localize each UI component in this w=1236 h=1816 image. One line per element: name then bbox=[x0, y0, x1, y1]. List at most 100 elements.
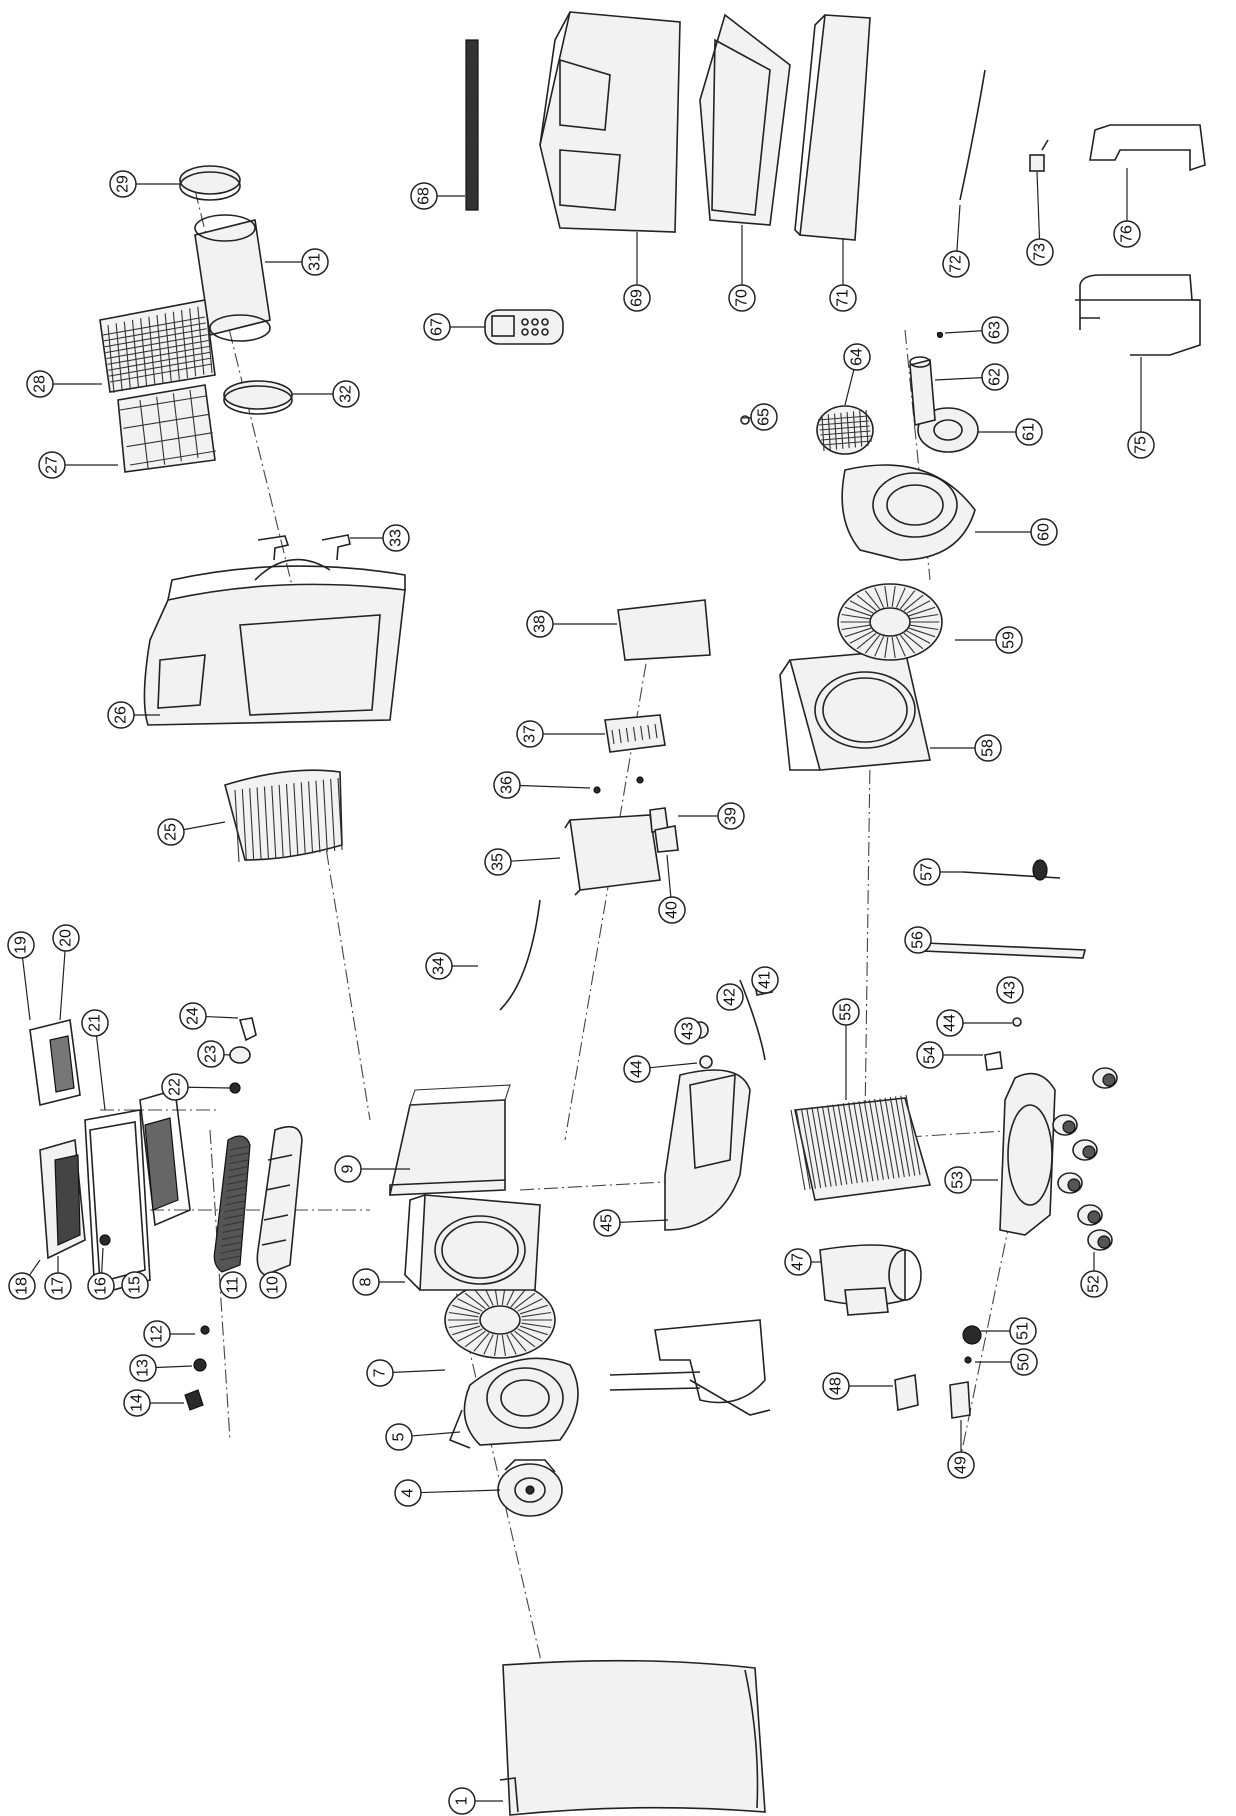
rear-cabinet-part bbox=[143, 558, 406, 726]
callout-48: 48 bbox=[822, 1372, 893, 1400]
callout-number: 24 bbox=[185, 1007, 202, 1025]
callout-circle bbox=[1015, 418, 1043, 446]
callout-73: 73 bbox=[1026, 171, 1054, 266]
callout-circle bbox=[913, 858, 941, 886]
callout-number: 21 bbox=[87, 1014, 104, 1032]
assembly-axes bbox=[100, 189, 1021, 1701]
callout-53: 53 bbox=[944, 1166, 998, 1194]
callout-43a: 43 bbox=[674, 1017, 702, 1045]
callout-circle bbox=[526, 610, 554, 638]
callout-circle bbox=[1113, 220, 1141, 248]
callout-number: 61 bbox=[1021, 423, 1038, 441]
callout-leader bbox=[956, 204, 961, 252]
callout-leader bbox=[28, 1259, 41, 1276]
callout-circle bbox=[425, 952, 453, 980]
callout-leader bbox=[205, 1015, 239, 1019]
fan-shroud-part bbox=[404, 1194, 541, 1291]
callout-circle bbox=[916, 1041, 944, 1069]
callout-number: 39 bbox=[723, 807, 740, 825]
callout-leader bbox=[95, 1035, 106, 1111]
callout-number: 55 bbox=[838, 1003, 855, 1021]
callout-number: 10 bbox=[265, 1276, 282, 1294]
callout-circle bbox=[52, 924, 80, 952]
callout-63: 63 bbox=[944, 316, 1009, 344]
callout-number: 31 bbox=[307, 253, 324, 271]
callout-20: 20 bbox=[52, 924, 80, 1021]
callout-circle bbox=[674, 1017, 702, 1045]
callout-number: 19 bbox=[13, 936, 30, 954]
callout-leader bbox=[420, 1489, 501, 1494]
callout-number: 34 bbox=[431, 957, 448, 975]
callout-number: 47 bbox=[790, 1253, 807, 1271]
callout-circle bbox=[904, 926, 932, 954]
callout-leader bbox=[619, 1219, 669, 1223]
callout-circle bbox=[944, 1166, 972, 1194]
callout-circle bbox=[157, 818, 185, 846]
wire-harness-part bbox=[499, 899, 541, 1011]
callout-57: 57 bbox=[913, 858, 963, 886]
callout-number: 35 bbox=[490, 853, 507, 871]
condenser-fan-wheel-part bbox=[837, 583, 943, 661]
callout-number: 68 bbox=[416, 187, 433, 205]
callout-26: 26 bbox=[107, 701, 160, 729]
callout-number: 50 bbox=[1016, 1353, 1033, 1371]
callout-21: 21 bbox=[81, 1009, 109, 1111]
callout-34: 34 bbox=[425, 952, 478, 980]
callout-number: 29 bbox=[115, 175, 132, 193]
callout-circle bbox=[1127, 431, 1155, 459]
callout-leader bbox=[101, 1247, 104, 1274]
callout-35: 35 bbox=[484, 848, 561, 876]
callout-circle bbox=[658, 896, 686, 924]
callout-number: 22 bbox=[167, 1078, 184, 1096]
callout-50: 50 bbox=[975, 1348, 1038, 1376]
callout-circle bbox=[516, 720, 544, 748]
foam-cushion-part bbox=[794, 14, 871, 241]
callout-39: 39 bbox=[678, 802, 745, 830]
callout-circle bbox=[728, 284, 756, 312]
callout-circle bbox=[784, 1248, 812, 1276]
callout-circle bbox=[44, 1272, 72, 1300]
callout-33: 33 bbox=[350, 524, 410, 552]
callout-45: 45 bbox=[593, 1209, 669, 1237]
callout-38: 38 bbox=[526, 610, 617, 638]
callout-circle bbox=[995, 626, 1023, 654]
callout-circle bbox=[829, 284, 857, 312]
callout-number: 71 bbox=[835, 289, 852, 307]
callout-72: 72 bbox=[942, 204, 970, 278]
callout-circle bbox=[123, 1389, 151, 1417]
fan-motor-part bbox=[497, 1459, 563, 1517]
callout-number: 51 bbox=[1015, 1322, 1032, 1340]
callout-number: 43 bbox=[1002, 981, 1019, 999]
callout-circle bbox=[974, 734, 1002, 762]
callout-15: 15 bbox=[121, 1271, 149, 1299]
callout-16: 16 bbox=[87, 1247, 115, 1300]
callout-circle bbox=[942, 250, 970, 278]
callout-32: 32 bbox=[292, 380, 360, 408]
callout-circle bbox=[936, 1009, 964, 1037]
callout-24: 24 bbox=[179, 1002, 239, 1030]
callout-leader bbox=[21, 957, 31, 1021]
callout-circle bbox=[334, 1155, 362, 1183]
callout-number: 36 bbox=[499, 776, 516, 794]
callout-circle bbox=[179, 1002, 207, 1030]
callout-circle bbox=[394, 1479, 422, 1507]
callout-number: 28 bbox=[32, 375, 49, 393]
callout-circle bbox=[981, 316, 1009, 344]
callout-number: 62 bbox=[987, 368, 1004, 386]
callout-circle bbox=[26, 370, 54, 398]
callout-circle bbox=[623, 284, 651, 312]
callout-number: 73 bbox=[1032, 243, 1049, 261]
callout-circle bbox=[750, 403, 778, 431]
callout-52: 52 bbox=[1080, 1252, 1108, 1298]
callout-leader bbox=[944, 330, 983, 334]
callout-22: 22 bbox=[161, 1073, 231, 1101]
callout-31: 31 bbox=[265, 248, 329, 276]
callout-17: 17 bbox=[44, 1256, 72, 1300]
callout-number: 14 bbox=[129, 1394, 146, 1412]
callout-circle bbox=[947, 1451, 975, 1479]
callout-circle bbox=[751, 966, 779, 994]
packing-box-part bbox=[539, 11, 681, 233]
callout-number: 70 bbox=[734, 289, 751, 307]
callout-number: 42 bbox=[722, 988, 739, 1006]
callout-number: 33 bbox=[388, 529, 405, 547]
